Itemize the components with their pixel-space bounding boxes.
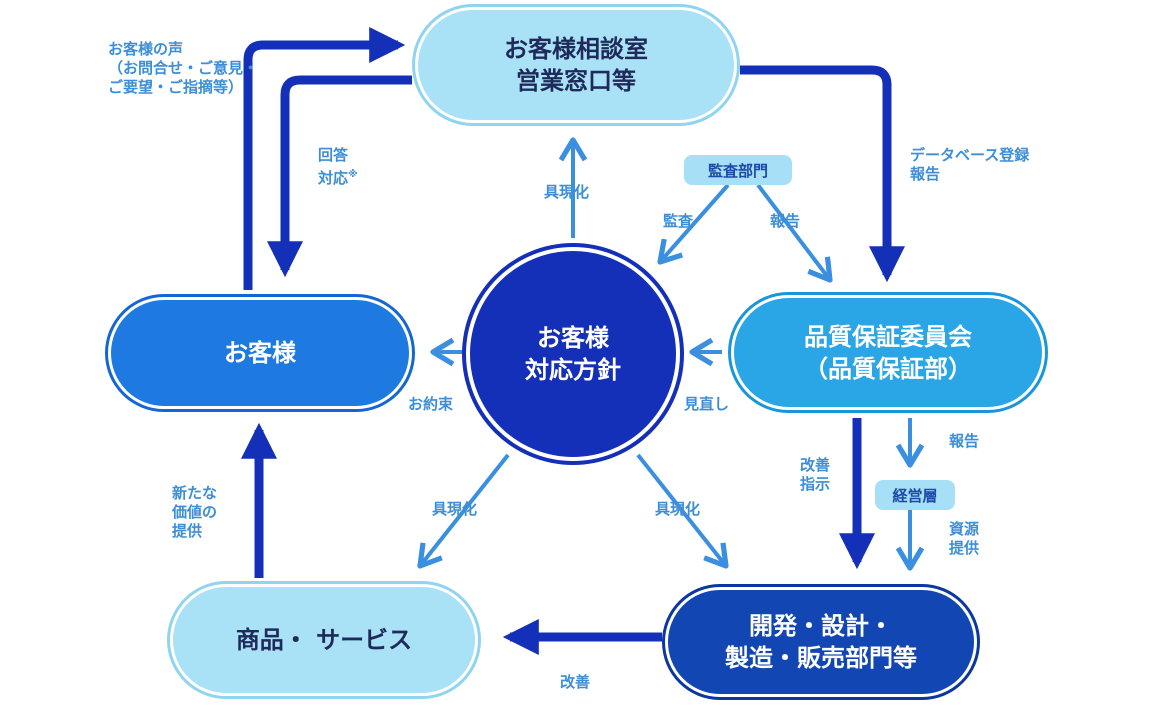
new-value-line3: 提供: [172, 522, 203, 540]
resources-line2: 提供: [949, 539, 980, 557]
audit-report-label: 報告: [770, 212, 801, 230]
customer-voice-label: お客様の声 （お問合せ・ご意見・ ご要望・ご指摘等）: [108, 40, 258, 97]
improve-label: 改善: [560, 673, 591, 691]
reply-line2: 対応: [318, 169, 349, 187]
audit-dept-tag: 監査部門: [684, 155, 792, 185]
arrow-reply: [267, 75, 412, 278]
customer-voice-line2: （お問合せ・ご意見・: [108, 59, 259, 77]
reply-label: 回答 対応※: [318, 146, 358, 188]
customer-label: お客様: [224, 339, 296, 367]
consultation-line2: 営業窓口等: [516, 67, 636, 95]
consultation-node: お客様相談室 営業窓口等: [415, 7, 737, 123]
improve-instruction-line2: 指示: [800, 475, 831, 493]
new-value-line2: 価値の: [172, 503, 218, 521]
development-node: 開発・設計・ 製造・販売部門等: [665, 587, 977, 697]
improve-instruction-label: 改善 指示: [800, 456, 830, 494]
customer-voice-line3: ご要望・ご指摘等）: [108, 78, 244, 96]
arrow-embody-right: [636, 453, 726, 566]
audit-label: 監査: [663, 212, 694, 230]
database-line2: 報告: [910, 165, 941, 183]
reply-note-mark: ※: [348, 169, 358, 180]
quality-line1: 品質保証委員会: [804, 322, 972, 351]
arrow-database-report: [740, 65, 905, 283]
customer-node: お客様: [108, 297, 412, 409]
products-node: 商品・ サービス: [170, 584, 478, 696]
new-value-label: 新たな 価値の 提供: [172, 484, 217, 541]
customer-voice-line1: お客様の声: [108, 40, 184, 58]
policy-node: お客様 対応方針: [466, 247, 680, 461]
database-line1: データベース登録: [910, 146, 1030, 164]
consultation-line1: お客様相談室: [504, 35, 648, 63]
embody-right-label: 具現化: [655, 500, 701, 518]
review-label: 見直し: [684, 395, 730, 413]
new-value-line1: 新たな: [172, 484, 218, 502]
management-report-label: 報告: [949, 432, 980, 450]
quality-node: 品質保証委員会 （品質保証部）: [731, 295, 1045, 410]
improve-instruction-line1: 改善: [800, 456, 831, 474]
resources-line1: 資源: [949, 520, 980, 538]
quality-line2: （品質保証部）: [804, 354, 972, 383]
promise-label: お約束: [408, 395, 454, 413]
arrow-customer-voice: [243, 27, 406, 290]
policy-line2: 対応方針: [525, 356, 621, 384]
policy-line1: お客様: [537, 324, 609, 352]
arrow-audit-report: [756, 183, 830, 280]
products-label: 商品・ サービス: [235, 626, 413, 654]
resources-label: 資源 提供: [949, 520, 979, 558]
management-tag: 経営層: [875, 480, 955, 510]
embody-left-label: 具現化: [432, 500, 478, 518]
arrow-audit: [660, 183, 730, 262]
arrow-embody-left: [420, 453, 510, 566]
database-label: データベース登録 報告: [910, 146, 1029, 184]
development-line2: 製造・販売部門等: [725, 644, 917, 672]
embody-top-label: 具現化: [544, 183, 590, 201]
development-line1: 開発・設計・: [749, 612, 893, 640]
reply-line1: 回答: [318, 146, 349, 164]
